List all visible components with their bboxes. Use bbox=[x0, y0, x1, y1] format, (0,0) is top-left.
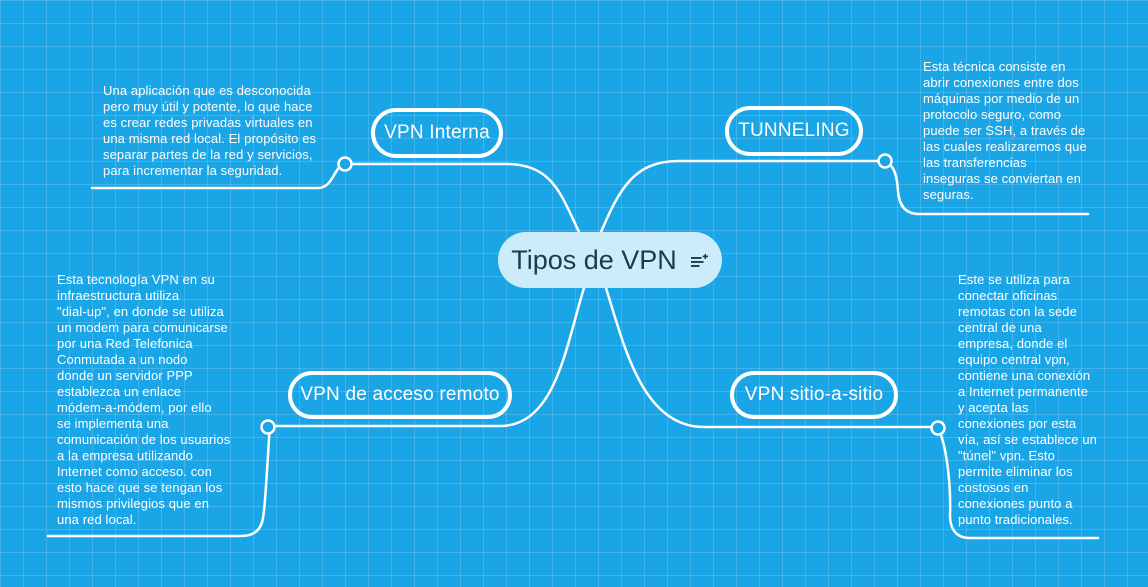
connector-root-to-sitio bbox=[604, 286, 939, 429]
branch-node-label: TUNNELING bbox=[738, 120, 850, 141]
connector-root-to-tunneling bbox=[599, 159, 886, 234]
branch-node-label: VPN Interna bbox=[384, 122, 490, 143]
note-vpn-sitio-a-sitio[interactable]: Este se utiliza para conectar oficinas r… bbox=[958, 272, 1097, 527]
junction-dot-interna bbox=[337, 156, 353, 172]
branch-node-label: VPN de acceso remoto bbox=[300, 384, 500, 405]
root-node-label: Tipos de VPN bbox=[511, 244, 677, 275]
connector-tunneling-to-note bbox=[882, 159, 1090, 216]
connector-acceso-to-note bbox=[46, 424, 272, 538]
note-vpn-acceso-remoto[interactable]: Esta tecnología VPN en su infraestructur… bbox=[57, 272, 231, 527]
connector-sitio-to-note bbox=[935, 425, 1100, 540]
connector-root-to-acceso bbox=[268, 286, 586, 428]
branch-node-vpn-acceso-remoto[interactable]: VPN de acceso remoto bbox=[288, 371, 512, 419]
junction-dot-tunneling bbox=[877, 153, 893, 169]
junction-dot-sitio bbox=[930, 420, 946, 436]
branch-node-vpn-sitio-a-sitio[interactable]: VPN sitio-a-sitio bbox=[730, 371, 898, 419]
branch-node-tunneling[interactable]: TUNNELING bbox=[725, 106, 863, 156]
root-node-tipos-de-vpn[interactable]: Tipos de VPN bbox=[498, 232, 722, 288]
connector-root-to-interna bbox=[344, 162, 581, 234]
branch-node-label: VPN sitio-a-sitio bbox=[744, 384, 884, 405]
junction-dot-acceso bbox=[260, 419, 276, 435]
note-tunneling[interactable]: Esta técnica consiste en abrir conexione… bbox=[923, 59, 1087, 202]
note-add-icon[interactable] bbox=[690, 254, 709, 269]
branch-node-vpn-interna[interactable]: VPN Interna bbox=[371, 108, 503, 158]
note-vpn-interna[interactable]: Una aplicación que es desconocida pero m… bbox=[103, 83, 317, 178]
